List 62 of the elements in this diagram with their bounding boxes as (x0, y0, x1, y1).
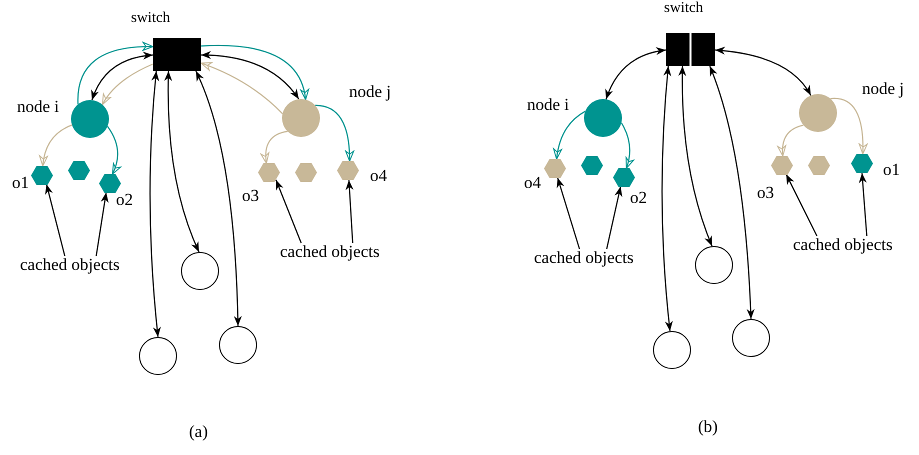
host-circle (139, 337, 177, 375)
panel-label: (b) (698, 418, 718, 435)
host-circle (653, 331, 691, 369)
annotation-text: cached objects (534, 249, 634, 266)
arrow (714, 46, 812, 96)
arrow (200, 62, 283, 114)
annotation-text: cached objects (20, 256, 120, 273)
panel-label: (a) (189, 423, 208, 440)
host-circle (732, 319, 770, 357)
arrow (858, 172, 868, 236)
arrow (77, 42, 154, 104)
arrow (778, 124, 804, 156)
node-circle (282, 99, 320, 137)
node-circle (799, 94, 837, 132)
arrow (195, 70, 242, 326)
arrow (260, 130, 288, 164)
arrow (200, 51, 300, 100)
host-circle (181, 252, 219, 290)
arrow (102, 63, 154, 106)
object-label: o1 (12, 174, 29, 191)
arrow (606, 48, 666, 100)
object-label: o1 (883, 161, 900, 178)
switch-label: switch (664, 0, 704, 17)
arrow (709, 66, 755, 320)
node-circle (71, 100, 109, 138)
object-label: o2 (116, 191, 133, 208)
arrow (200, 44, 308, 100)
node-label: node j (349, 83, 392, 100)
annotation-text: cached objects (793, 236, 893, 253)
arrow (556, 178, 580, 250)
object-label: o4 (370, 167, 387, 184)
arrow (346, 180, 354, 244)
arrow (620, 122, 634, 169)
annotation-text: cached objects (280, 243, 380, 260)
node-label: node i (17, 98, 60, 115)
arrow (830, 98, 868, 154)
switch-box (666, 33, 715, 66)
arrow (661, 66, 673, 332)
host-circle (219, 326, 257, 364)
object-label: o4 (524, 174, 541, 191)
object-label: o3 (757, 184, 774, 201)
arrow (606, 186, 622, 250)
arrow (96, 192, 109, 256)
arrow (39, 124, 72, 166)
arrow (149, 70, 161, 338)
arrow (553, 110, 586, 160)
node-label: node i (527, 96, 570, 113)
arrow (164, 70, 200, 252)
object-label: o3 (242, 187, 259, 204)
arrow (678, 66, 713, 246)
host-circle (695, 246, 733, 284)
arrow (45, 184, 66, 256)
switch-box (153, 38, 201, 71)
node-label: node j (862, 80, 904, 97)
switch-label: switch (131, 10, 170, 27)
arrow (107, 126, 121, 175)
arrow (786, 174, 818, 236)
arrow (275, 180, 302, 244)
arrow (91, 52, 154, 100)
node-circle (584, 99, 622, 137)
object-label: o2 (630, 189, 647, 206)
arrow (315, 104, 354, 162)
